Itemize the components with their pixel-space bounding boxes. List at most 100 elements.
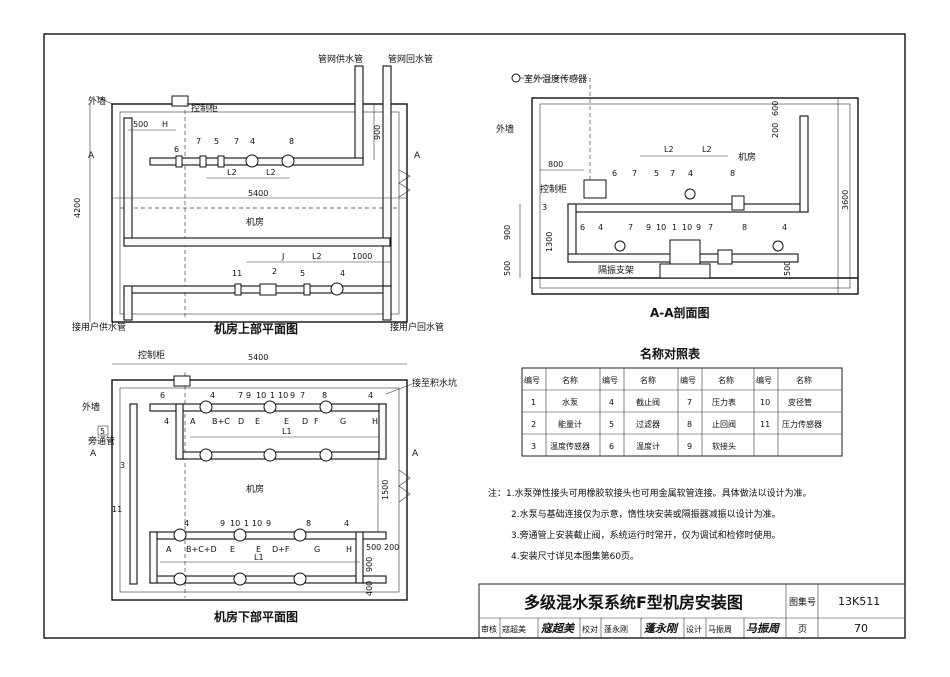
- lower-row1-left-link: [175, 403, 184, 460]
- upper-wall-break: [398, 169, 411, 198]
- section-label-room: 机房: [738, 151, 756, 163]
- section-gauge-lower: [614, 240, 626, 252]
- legend: 名称对照表 编号 名称 编号 名称 编号 名称 编号 名称 1 水泵 4 截止阀…: [521, 346, 843, 457]
- sheet-frame: [43, 33, 906, 639]
- lower-row1-num-2: 7: [238, 391, 243, 400]
- upper-section-a-left: A: [88, 151, 95, 161]
- lower-row1-num-5: 1: [270, 391, 275, 400]
- lower-row2-num-3: 1: [244, 519, 249, 528]
- checker-signature: 蓬永刚: [644, 622, 679, 635]
- upper-pump-2: [281, 154, 295, 168]
- reviewer-name: 寇超美: [502, 624, 526, 634]
- atlas-number: 13K511: [838, 595, 880, 608]
- upper-pump-3: [330, 282, 344, 296]
- legend-r2-c3: 温度计: [636, 441, 660, 451]
- section-num-7a: 7: [632, 169, 637, 178]
- legend-r1-c6: 11: [760, 420, 770, 429]
- upper-label-outer-wall: 外墙: [88, 95, 106, 107]
- section-num-1: 1: [672, 223, 677, 232]
- upper-plan: 管网供水管 管网回水管 外墙 控制柜 机房 接用户供水管 接用户回水管 A A …: [72, 53, 444, 336]
- section-view: 室外温度传感器 外墙 控制柜 机房 隔振支架 A-A剖面图 800 200 60…: [496, 73, 859, 320]
- upper-label-user-return: 接用户回水管: [390, 321, 444, 333]
- upper-dim-1000: 1000: [352, 252, 372, 261]
- legend-h7: 名称: [796, 375, 812, 385]
- note-1: 注：1.水泵弹性接头可用橡胶软接头也可用金属软管连接。具体做法以设计为准。: [488, 487, 812, 499]
- section-label-outdoor-sensor: 室外温度传感器: [524, 73, 587, 85]
- section-right-riser: [799, 115, 809, 213]
- lower-label-drain-pit: 接至积水坑: [412, 377, 457, 389]
- lower-row1-seg-g: G: [340, 417, 346, 426]
- lower-row2-num-7: 4: [344, 519, 349, 528]
- upper-room-wall: [111, 103, 408, 323]
- section-dim-l2b: L2: [702, 145, 712, 154]
- legend-r2-c0: 3: [531, 442, 536, 451]
- section-num-10a: 10: [656, 223, 666, 232]
- section-valve-upper: [731, 195, 745, 211]
- upper-label-control-cabinet: 控制柜: [191, 102, 218, 114]
- section-gauge-right: [772, 240, 784, 252]
- legend-r2-c2: 6: [609, 442, 614, 451]
- section-num-3: 3: [542, 203, 547, 212]
- upper-user-supply-stub: [123, 285, 133, 321]
- legend-r1-c5: 止回阀: [712, 419, 736, 429]
- upper-user-return-stub: [382, 285, 392, 321]
- lower-plan: 控制柜 5400 外墙 旁通管 接至积水坑 机房 A A 机房下部平面图 L1 …: [82, 349, 457, 624]
- legend-r1-c0: 2: [531, 420, 536, 429]
- note-4: 4.安装尺寸详见本图集第60页。: [511, 550, 639, 562]
- page-number: 70: [854, 622, 868, 635]
- legend-r1-c4: 8: [687, 420, 692, 429]
- lower-row1-pump-5: [263, 448, 277, 462]
- upper-dim-900: 900: [373, 125, 382, 140]
- upper-num-2: 2: [272, 267, 277, 276]
- section-control-cabinet: [583, 179, 607, 199]
- legend-r1-c3: 过滤器: [636, 419, 660, 429]
- legend-h2: 编号: [602, 375, 618, 385]
- upper-plan-title: 机房上部平面图: [214, 321, 298, 336]
- section-num-6: 6: [612, 169, 617, 178]
- section-num-5: 5: [654, 169, 659, 178]
- lower-row2-seg-h: H: [346, 545, 352, 554]
- upper-left-riser: [123, 117, 133, 247]
- legend-h6: 编号: [756, 375, 772, 385]
- legend-r0-c6: 10: [760, 398, 770, 407]
- section-check-valve: [717, 249, 733, 265]
- lower-row1-num-4: 10: [256, 391, 266, 400]
- lower-row1-num-0: 6: [160, 391, 165, 400]
- page-label: 页: [798, 624, 807, 635]
- legend-r2-c1: 温度传感器: [550, 441, 590, 451]
- lower-row1-num-10: 4: [368, 391, 373, 400]
- upper-num-5b: 5: [300, 269, 305, 278]
- lower-row2-seg-df: D+F: [272, 545, 290, 554]
- legend-r0-c0: 1: [531, 398, 536, 407]
- lower-row1-pump-1: [199, 400, 213, 414]
- reviewer-signature: 寇超美: [540, 622, 576, 635]
- legend-r2-c4: 9: [687, 442, 692, 451]
- upper-dim-l2c: L2: [312, 252, 322, 261]
- upper-dim-l2b: L2: [266, 168, 276, 177]
- note-3: 3.旁通管上安装截止阀，系统运行时常开，仅为调试和检修时使用。: [511, 529, 781, 541]
- atlas-label: 图集号: [789, 596, 816, 608]
- lower-row1-num-7: 9: [290, 391, 295, 400]
- upper-return-riser: [382, 65, 392, 289]
- upper-num-11: 11: [232, 269, 242, 278]
- section-num-9b: 9: [696, 223, 701, 232]
- section-pump-foundation: [659, 263, 711, 279]
- upper-valve-c: [217, 155, 225, 168]
- section-room-wall: [531, 97, 859, 295]
- lower-row2-right-link: [355, 531, 364, 584]
- legend-r0-c2: 4: [609, 398, 614, 407]
- upper-valve-d: [234, 283, 242, 296]
- legend-title: 名称对照表: [640, 346, 701, 361]
- section-num-4c: 4: [782, 223, 787, 232]
- lower-row1-seg-bc: B+C: [212, 417, 230, 426]
- upper-room-inner: [119, 111, 400, 315]
- designer-name: 马振周: [708, 624, 732, 634]
- notes: 注：1.水泵弹性接头可用橡胶软接头也可用金属软管连接。具体做法以设计为准。 2.…: [488, 487, 812, 562]
- upper-label-room: 机房: [246, 216, 264, 228]
- section-upper-pipe: [567, 203, 809, 213]
- lower-row2-pump-2: [233, 528, 247, 542]
- lower-label-outer-wall: 外墙: [82, 401, 100, 413]
- lower-side-num-11: 11: [112, 505, 122, 514]
- section-num-7d: 7: [708, 223, 713, 232]
